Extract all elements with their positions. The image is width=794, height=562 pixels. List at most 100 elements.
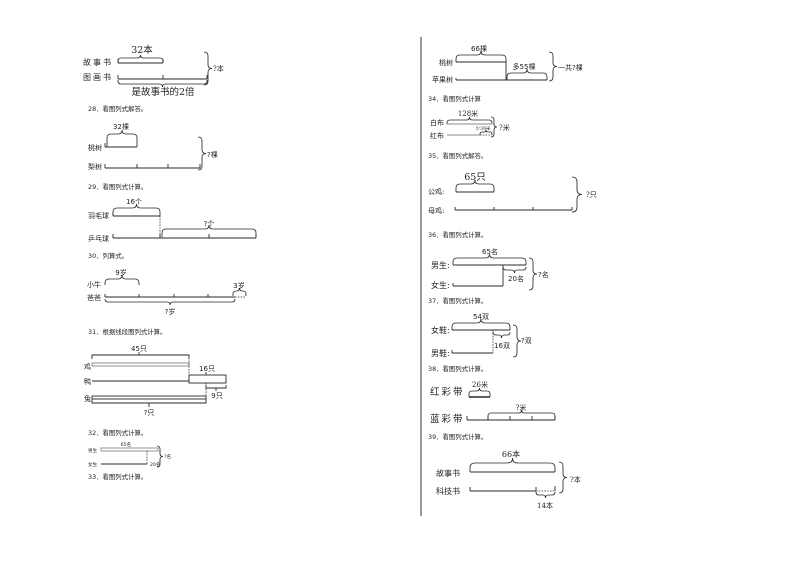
pingpong-row-label: 乒乓球 [88, 234, 109, 243]
storybook-brace [469, 457, 556, 472]
total-question-label: 一共?棵 [558, 63, 583, 72]
blue-ribbon-question-label: ?米 [516, 403, 527, 412]
problem-28: 28．看图列式解答。 32棵 桃树 梨树 ?棵 [88, 104, 218, 171]
problem-37: 37．看图列式计算。 54双 女鞋: 16双 男鞋: ?双 [428, 296, 532, 358]
red-ribbon-brace [468, 387, 491, 397]
duck-more-label: 16只 [199, 365, 215, 373]
blue-ribbon-segment [466, 416, 556, 421]
calf-row-label: 小牛 [87, 280, 101, 289]
peach-tree-quantity-label: 32棵 [113, 122, 129, 131]
problem-31-header: 31．根据线段图列式计算。 [88, 327, 166, 336]
problem-30-header: 30．列算式。 [88, 251, 128, 260]
problem-31: 31．根据线段图列式计算。 45只 鸡 16只 鸭 9只 兔 ?只 [84, 327, 227, 417]
storybook-quantity-label: 66本 [502, 449, 520, 459]
boys-row-label: 男生: [431, 260, 450, 270]
chicken-top-bracket [91, 352, 190, 359]
difference-label: 16双 [494, 342, 510, 350]
peach-tree-row-label: 桃树 [439, 58, 453, 67]
science-book-row-label: 科技书 [436, 486, 460, 496]
problem-38-header: 38．看图列式计算。 [428, 364, 487, 373]
dad-bottom-brace [104, 298, 236, 306]
apple-more-brace [506, 68, 548, 80]
extra-brace [232, 287, 247, 296]
badminton-brace [112, 203, 161, 216]
total-question-label: ?名 [538, 270, 549, 279]
rabbit-less-label: 9只 [211, 392, 222, 400]
peach-tree-brace [455, 50, 507, 62]
difference-brace [492, 331, 511, 339]
total-question-label: ?本 [213, 64, 224, 73]
difference-label: 20名 [508, 274, 524, 283]
peach-tree-brace [106, 129, 138, 147]
apple-more-label: 多55棵 [513, 62, 536, 71]
problem-28-header: 28．看图列式解答。 [88, 104, 147, 113]
problem-32: 32．看图列式计算。 65名 男生 女生 20名 ?名 [88, 428, 171, 468]
difference-label: 20名 [150, 461, 160, 468]
pingpong-segment [112, 234, 257, 239]
storybook-row-label: 故事书 [436, 468, 460, 478]
difference-label: 14本 [537, 501, 553, 510]
problem-35-header: 35．看图列式解答。 [428, 151, 487, 160]
red-cloth-less-label: 少39米 [475, 125, 490, 132]
problem-29-header: 29．看图列式计算。 [88, 182, 147, 191]
boys-row-label: 男生 [88, 447, 98, 454]
rabbit-bar [91, 395, 207, 400]
problem-39: 39．看图列式计算。 66本 故事书 科技书 14本 ?本 [428, 432, 581, 510]
chicken-quantity-label: 45只 [131, 345, 147, 353]
rabbit-question-label: ?只 [144, 409, 155, 417]
dad-row-label: 爸爸 [87, 293, 101, 302]
apple-tree-row-label: 苹果树 [432, 75, 453, 84]
red-cloth-less-brace [479, 129, 493, 135]
picturebook-segment [117, 75, 208, 80]
problem-38: 38．看图列式计算。 26米 红彩带 蓝彩带 ?米 [428, 364, 556, 425]
womens-shoes-quantity-label: 54双 [473, 313, 489, 321]
total-question-label: ?棵 [207, 150, 218, 159]
badminton-row-label: 羽毛球 [88, 211, 109, 220]
total-question-label: ?双 [521, 337, 532, 345]
storybook-row-label: 故事书 [83, 57, 113, 67]
difference-brace [535, 491, 556, 499]
girls-row-label: 女生 [88, 461, 98, 468]
problem-36: 36．看图列式计算。 65名 男生: 20名 女生: ?名 [428, 230, 549, 291]
problem-33-diagram: 66棵 桃树 多55棵 苹果树 一共?棵 [432, 44, 583, 84]
dad-segment [104, 294, 235, 298]
mens-shoes-row-label: 男鞋: [431, 348, 450, 358]
calf-brace [104, 274, 140, 285]
problem-34: 34．看图列式计算 128米 白布 少39米 红布 ?米 [428, 94, 510, 140]
peach-tree-segment [104, 143, 137, 148]
boys-quantity-label: 65名 [121, 441, 131, 448]
total-brace [203, 51, 213, 86]
problem-32-header: 32．看图列式计算。 [88, 428, 147, 437]
pear-tree-segment [104, 164, 201, 169]
total-brace [571, 176, 583, 213]
unknown-part-label: ?个 [204, 220, 215, 228]
hen-segment [454, 207, 573, 211]
white-cloth-row-label: 白布 [430, 118, 444, 127]
mens-shoes-segment [451, 350, 493, 354]
red-cloth-row-label: 红布 [430, 131, 444, 140]
storybook-quantity-label: 32本 [131, 44, 153, 56]
girls-row-label: 女生: [431, 280, 450, 290]
red-ribbon-row-label: 红彩带 [430, 386, 465, 398]
problem-29: 29．看图列式计算。 16个 羽毛球 ?个 乒乓球 [88, 182, 257, 243]
apple-tree-segment [455, 78, 547, 81]
peach-tree-quantity-label: 66棵 [471, 44, 487, 53]
peach-tree-row-label: 桃树 [88, 143, 102, 152]
rooster-brace [455, 179, 495, 192]
problem-36-header: 36．看图列式计算。 [428, 230, 487, 239]
girls-segment [452, 283, 503, 287]
rabbit-bottom-bracket [91, 399, 207, 407]
problem-27-diagram: 32本 故事书 图画书 是故事书的2倍 ?本 [83, 44, 224, 98]
boys-bar [100, 447, 159, 452]
problem-33-header: 33．看图列式计算。 [88, 472, 147, 481]
total-brace [528, 257, 538, 291]
red-ribbon-length-label: 26米 [472, 380, 488, 389]
boys-brace [452, 253, 527, 265]
womens-shoes-brace [451, 318, 511, 330]
pear-tree-row-label: 梨树 [88, 162, 102, 171]
problem-39-header: 39．看图列式计算。 [428, 432, 487, 441]
dad-age-question-label: ?岁 [165, 307, 176, 316]
total-question-label: ?名 [164, 453, 171, 460]
white-cloth-quantity-label: 128米 [458, 109, 478, 118]
